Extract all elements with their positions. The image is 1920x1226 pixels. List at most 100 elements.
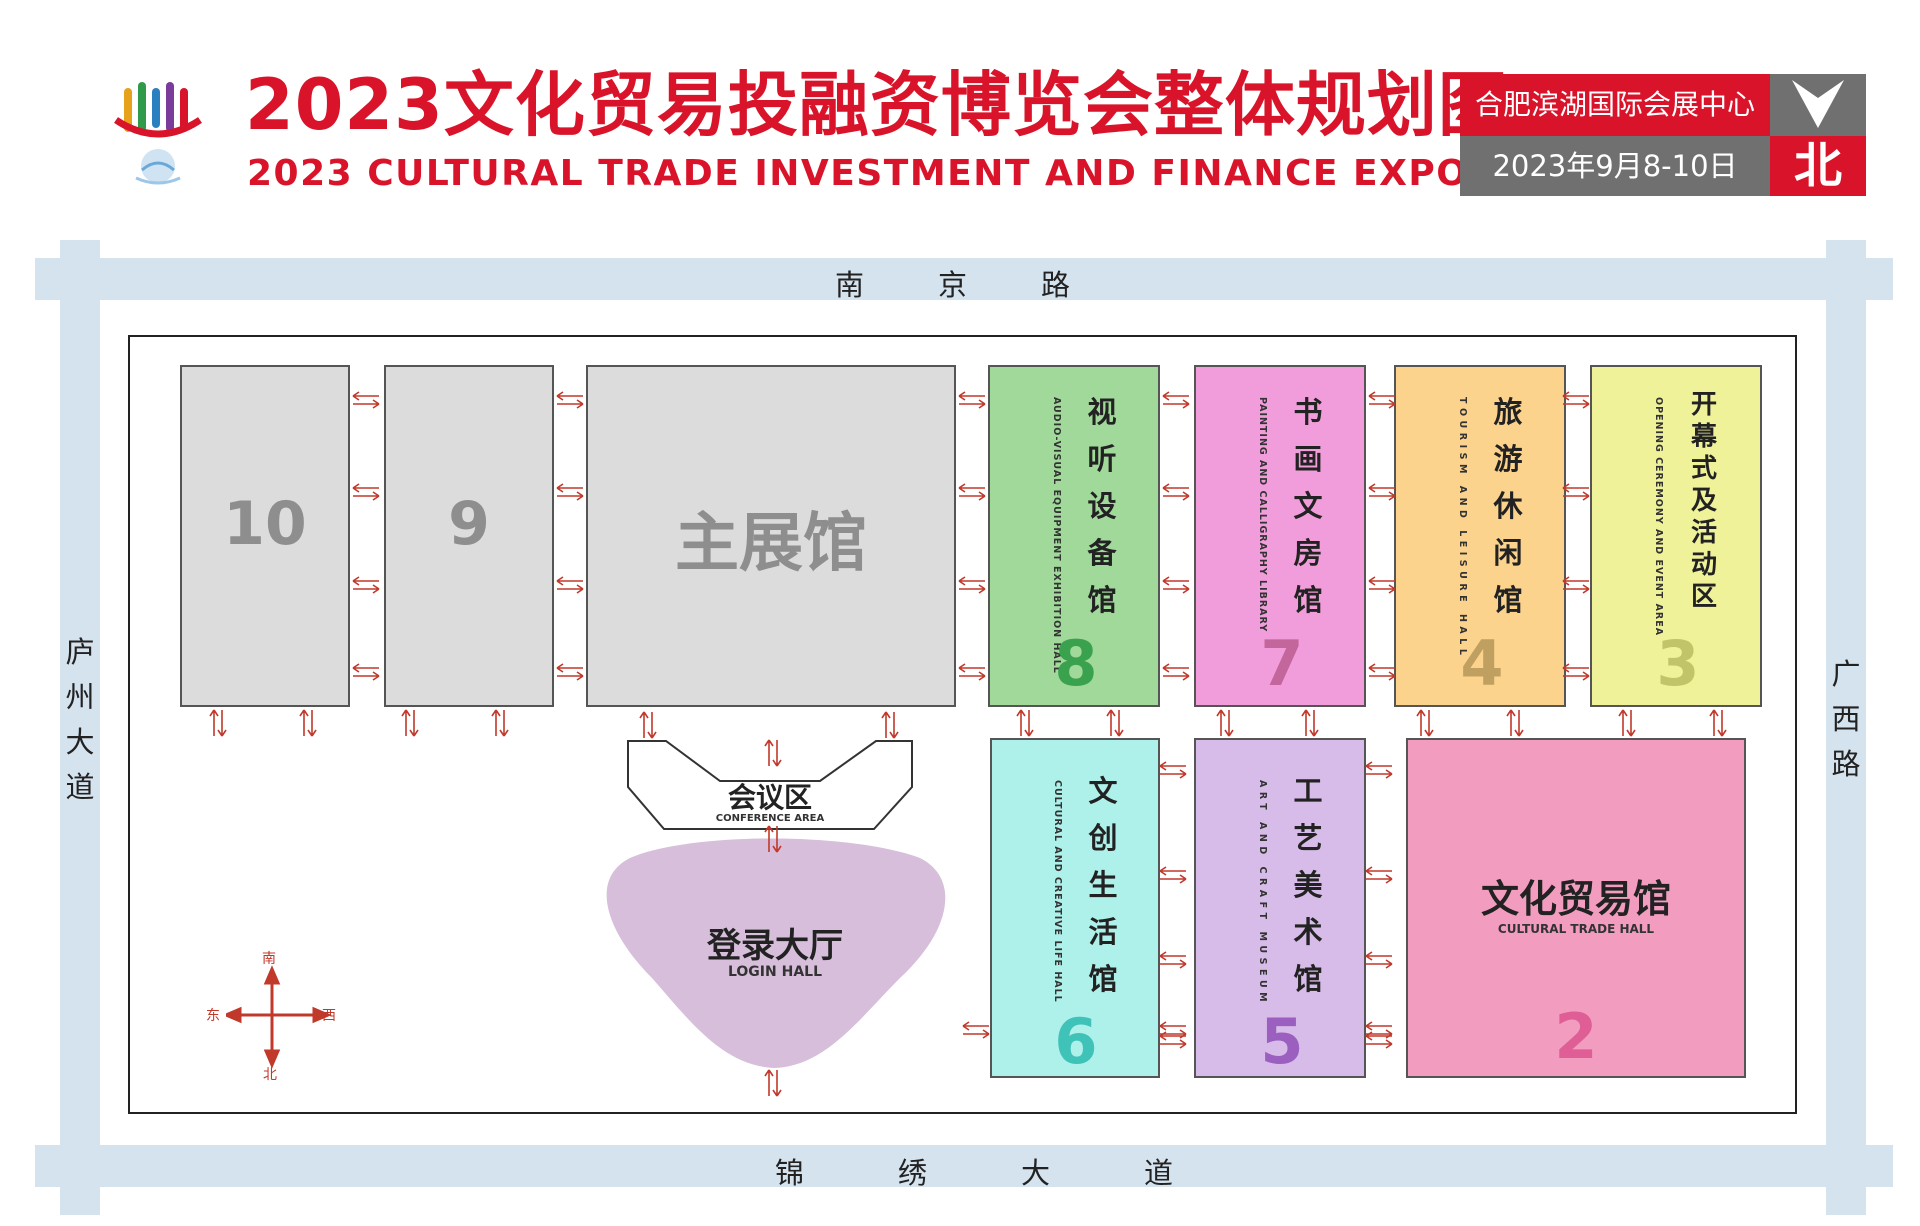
- double-arrow-icon: [1159, 951, 1187, 969]
- login-hall[interactable]: [600, 838, 950, 1078]
- hall-5-cn: 工艺美术馆: [1293, 774, 1323, 996]
- double-arrow-icon: [1016, 709, 1034, 737]
- double-arrow-icon: [352, 483, 380, 501]
- double-arrow-icon: [1159, 1021, 1187, 1039]
- double-arrow-icon: [764, 825, 782, 853]
- double-arrow-icon: [1159, 761, 1187, 779]
- double-arrow-icon: [1216, 709, 1234, 737]
- double-arrow-icon: [1416, 709, 1434, 737]
- compass-south-label: 南: [262, 951, 276, 967]
- double-arrow-icon: [764, 739, 782, 767]
- double-arrow-icon: [1562, 391, 1590, 409]
- double-arrow-icon: [1562, 663, 1590, 681]
- double-arrow-icon: [352, 391, 380, 409]
- road-label-nanjing: 南京路: [835, 268, 1145, 302]
- hall-5-number: 5: [1260, 1005, 1304, 1078]
- double-arrow-icon: [1618, 709, 1636, 737]
- hall-3[interactable]: OPENING CEREMONY AND EVENT AREA 开幕式及活动区 …: [1590, 365, 1762, 707]
- double-arrow-icon: [556, 576, 584, 594]
- hall-2-cn: 文化贸易馆: [1480, 877, 1671, 921]
- venue-label: 合肥滨湖国际会展中心: [1460, 74, 1770, 136]
- hall-2-number: 2: [1554, 1000, 1598, 1073]
- double-arrow-icon: [1162, 391, 1190, 409]
- double-arrow-icon: [352, 663, 380, 681]
- hall-5[interactable]: ART AND CRAFT MUSEUM 工艺美术馆 5: [1194, 738, 1366, 1078]
- hall-6[interactable]: CULTURAL AND CREATIVE LIFE HALL 文创生活馆 6: [990, 738, 1160, 1078]
- double-arrow-icon: [1365, 1021, 1393, 1039]
- double-arrow-icon: [881, 711, 899, 739]
- double-arrow-icon: [1106, 709, 1124, 737]
- hall-3-cn: 开幕式及活动区: [1690, 390, 1717, 612]
- page-title: 2023文化贸易投融资博览会整体规划图: [245, 64, 1509, 146]
- double-arrow-icon: [352, 576, 380, 594]
- road-label-jinxiu: 锦绣大道: [775, 1156, 1268, 1190]
- north-arrow-icon: [1770, 74, 1866, 136]
- hall-3-number: 3: [1656, 627, 1700, 700]
- road-jinxiu: [35, 1145, 1893, 1187]
- double-arrow-icon: [1368, 483, 1396, 501]
- double-arrow-icon: [556, 663, 584, 681]
- double-arrow-icon: [1709, 709, 1727, 737]
- conference-area[interactable]: [620, 735, 920, 835]
- dates-label: 2023年9月8-10日: [1460, 136, 1770, 196]
- hall-9[interactable]: 9: [384, 365, 554, 707]
- double-arrow-icon: [958, 663, 986, 681]
- double-arrow-icon: [209, 709, 227, 737]
- hall-2-en: CULTURAL TRADE HALL: [1497, 922, 1655, 936]
- hall-4-cn: 旅游休闲馆: [1493, 395, 1523, 617]
- double-arrow-icon: [1562, 576, 1590, 594]
- compass-rose-icon: [226, 965, 332, 1069]
- double-arrow-icon: [1365, 951, 1393, 969]
- double-arrow-icon: [1368, 391, 1396, 409]
- hall-7[interactable]: PAINTING AND CALLIGRAPHY LIBRARY 书画文房馆 7: [1194, 365, 1366, 707]
- conference-label: 会议区: [727, 781, 812, 814]
- compass-west-label: 西: [322, 1008, 336, 1024]
- compass-east-label: 东: [206, 1008, 220, 1024]
- login-label-en: LOGIN HALL: [727, 964, 822, 980]
- hall-6-cn: 文创生活馆: [1088, 774, 1118, 996]
- double-arrow-icon: [958, 576, 986, 594]
- hall-5-en: ART AND CRAFT MUSEUM: [1257, 780, 1268, 1007]
- compass-north-label: 北: [263, 1067, 277, 1083]
- double-arrow-icon: [401, 709, 419, 737]
- double-arrow-icon: [556, 483, 584, 501]
- double-arrow-icon: [958, 391, 986, 409]
- double-arrow-icon: [1365, 866, 1393, 884]
- hall-10[interactable]: 10: [180, 365, 350, 707]
- double-arrow-icon: [1301, 709, 1319, 737]
- double-arrow-icon: [1368, 663, 1396, 681]
- hall-4-number: 4: [1460, 627, 1504, 700]
- page-subtitle: 2023 CULTURAL TRADE INVESTMENT AND FINAN…: [247, 153, 1469, 194]
- hall-4-en: TOURISM AND LEISURE HALL: [1457, 397, 1468, 660]
- login-label: 登录大厅: [707, 926, 843, 966]
- hall-7-number: 7: [1260, 627, 1304, 700]
- double-arrow-icon: [1562, 483, 1590, 501]
- double-arrow-icon: [764, 1069, 782, 1097]
- hall-4[interactable]: TOURISM AND LEISURE HALL 旅游休闲馆 4: [1394, 365, 1566, 707]
- double-arrow-icon: [1506, 709, 1524, 737]
- north-label: 北: [1770, 136, 1866, 196]
- hall-8-number: 8: [1054, 627, 1098, 700]
- hall-7-en: PAINTING AND CALLIGRAPHY LIBRARY: [1257, 397, 1268, 633]
- hall-8-cn: 视听设备馆: [1087, 395, 1117, 617]
- road-guangxi: [1826, 240, 1866, 1215]
- double-arrow-icon: [1368, 576, 1396, 594]
- expo-logo-icon: [112, 78, 204, 190]
- hall-6-number: 6: [1054, 1005, 1098, 1078]
- double-arrow-icon: [1162, 663, 1190, 681]
- hall-7-cn: 书画文房馆: [1293, 395, 1323, 617]
- hall-main[interactable]: 主展馆: [586, 365, 956, 707]
- road-luzhou: [60, 240, 100, 1215]
- road-nanjing: [35, 258, 1893, 300]
- hall-3-en: OPENING CEREMONY AND EVENT AREA: [1653, 397, 1664, 637]
- double-arrow-icon: [299, 709, 317, 737]
- double-arrow-icon: [962, 1021, 990, 1039]
- hall-8[interactable]: AUDIO-VISUAL EQUIPMENT EXHIBITION HALL 视…: [988, 365, 1160, 707]
- double-arrow-icon: [1159, 866, 1187, 884]
- double-arrow-icon: [556, 391, 584, 409]
- hall-2[interactable]: 文化贸易馆 CULTURAL TRADE HALL 2: [1406, 738, 1746, 1078]
- conference-label-en: CONFERENCE AREA: [715, 813, 825, 824]
- road-label-guangxi: 广西路: [1831, 657, 1861, 781]
- road-label-luzhou: 庐州大道: [65, 635, 95, 804]
